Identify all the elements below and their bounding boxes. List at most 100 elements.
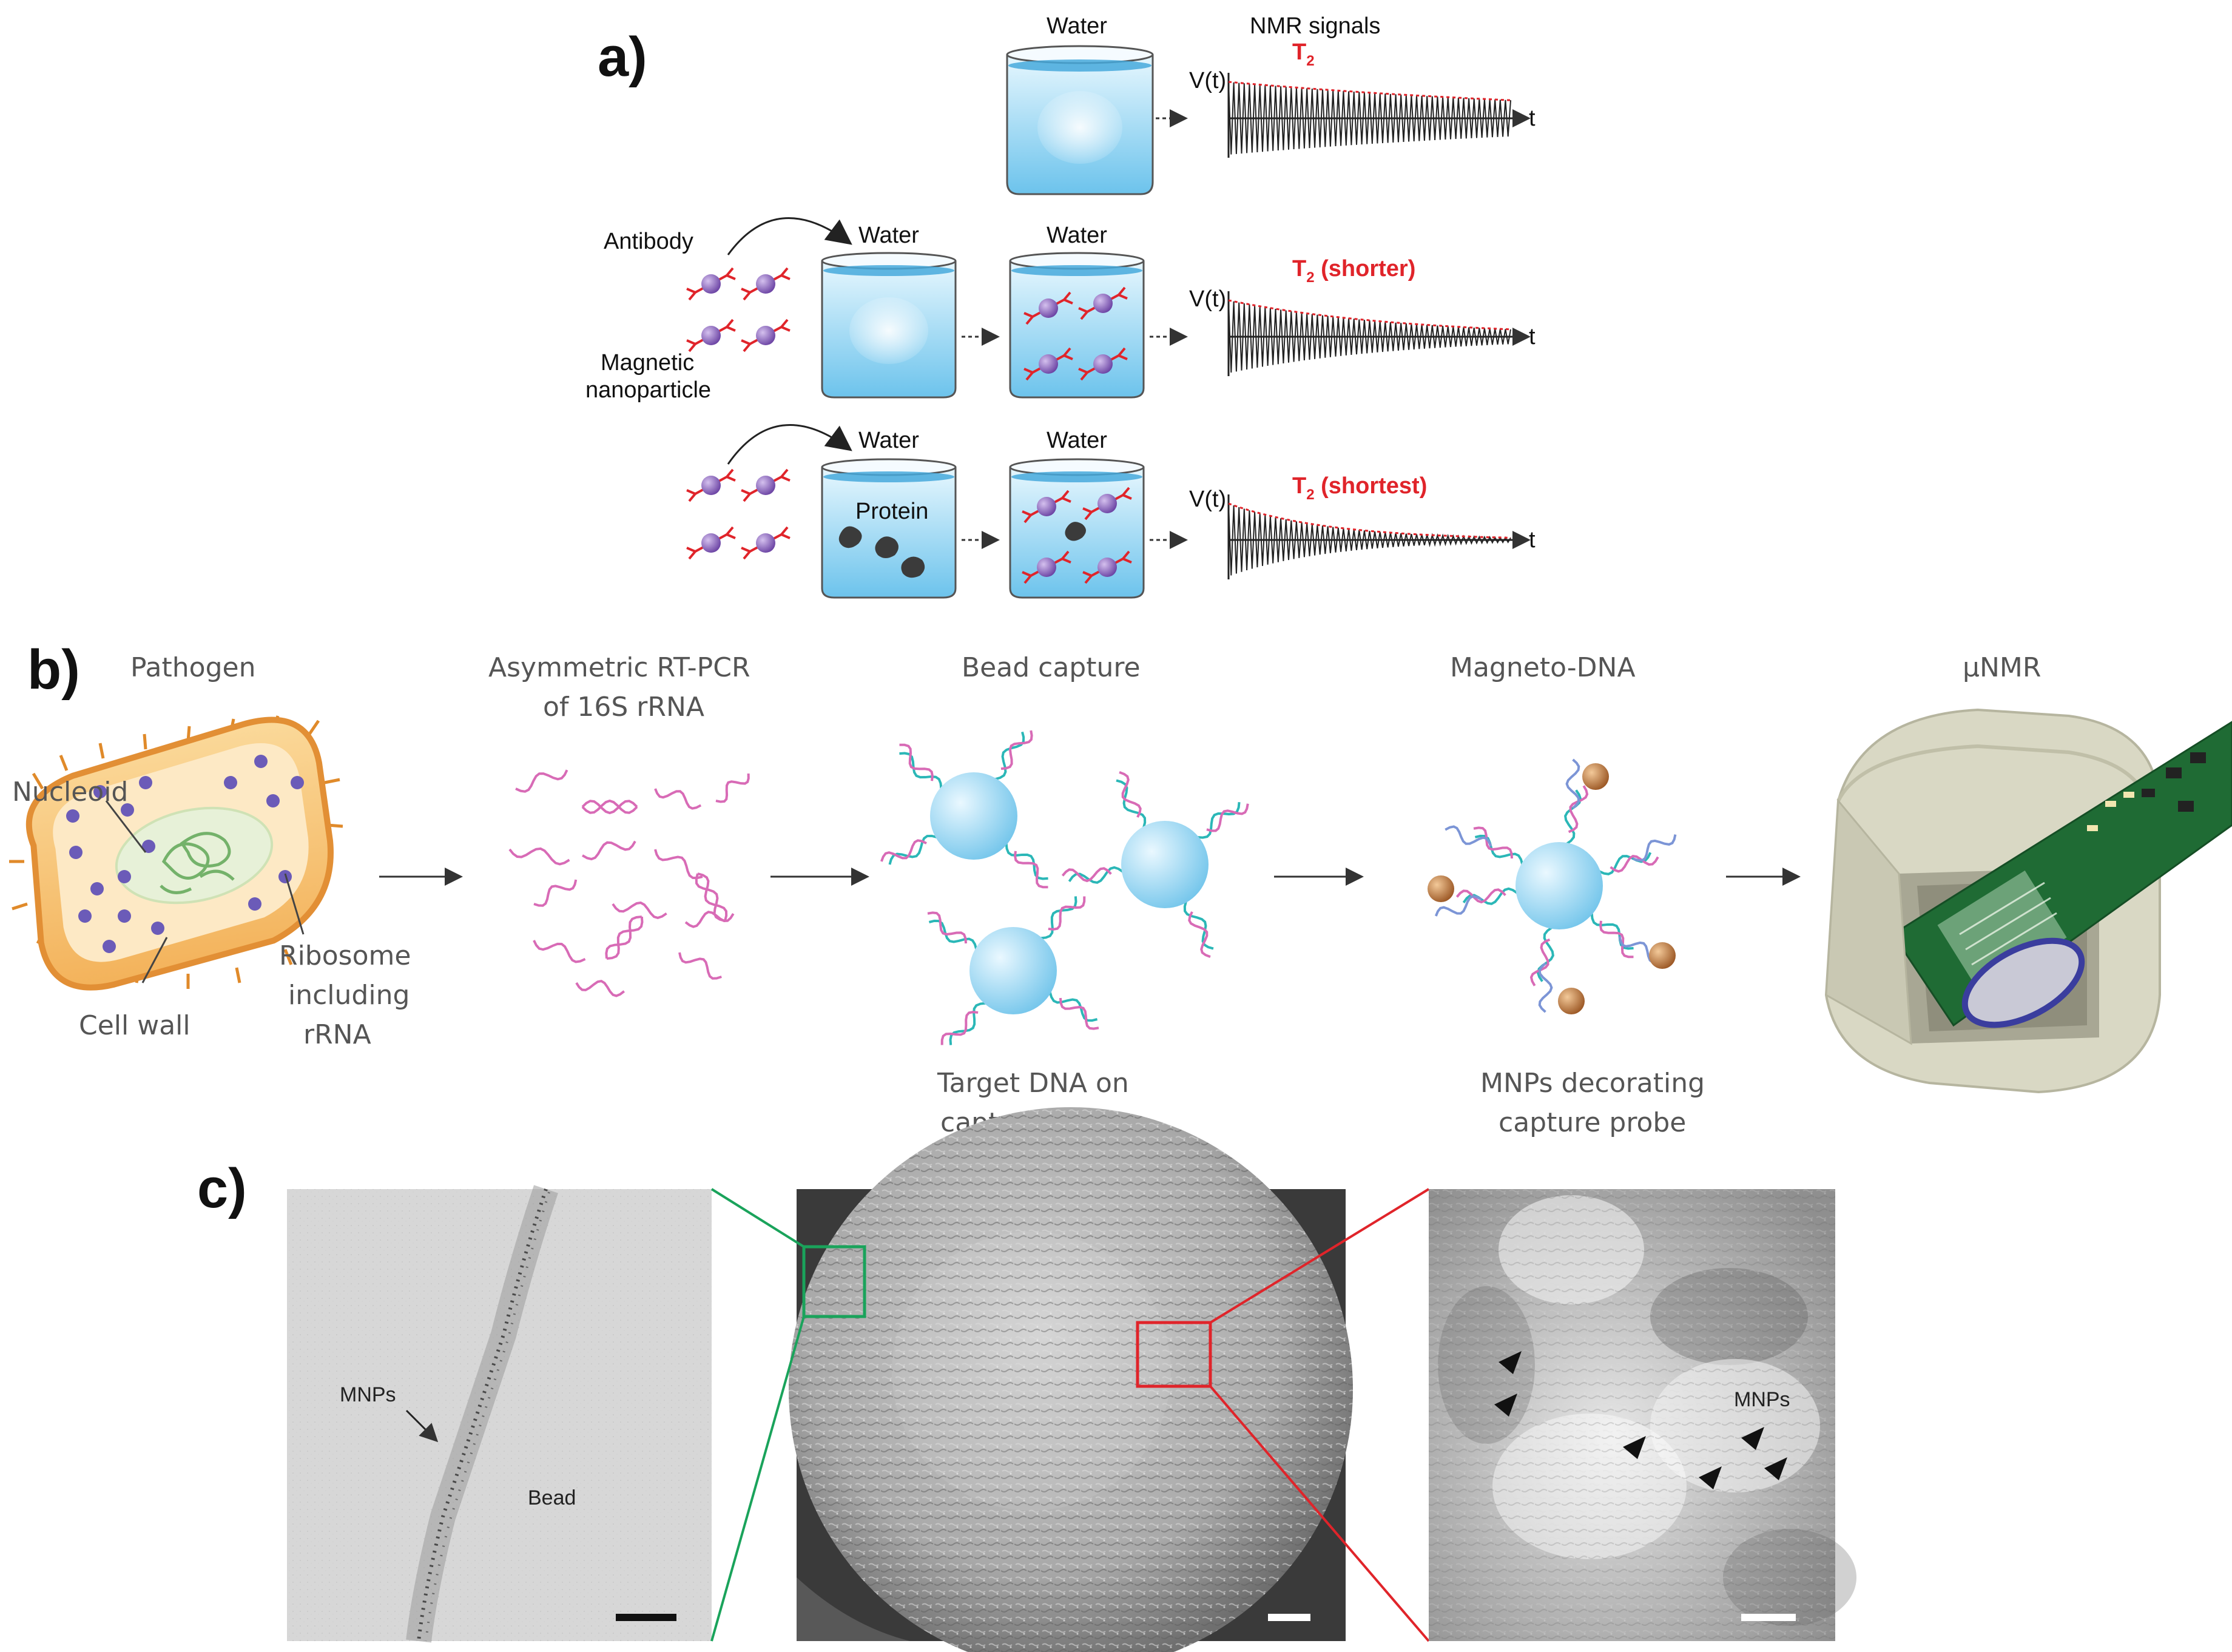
protein-label: Protein bbox=[855, 499, 928, 524]
dna-strand bbox=[1206, 803, 1249, 832]
dna-strand bbox=[606, 916, 644, 960]
mnp-3 bbox=[1649, 942, 1676, 969]
panel-a-row-2: Antibody Magnetic nanoparticle Water Wat… bbox=[585, 217, 1536, 403]
dna-strand bbox=[1538, 962, 1553, 1013]
zoom-surface-image bbox=[1429, 1189, 1856, 1641]
dna-strand bbox=[533, 879, 578, 907]
row1-axis-y: V(t) bbox=[1189, 68, 1226, 93]
dna-strand bbox=[1048, 896, 1086, 931]
tem-mnp-pointer bbox=[405, 1409, 439, 1443]
signal-envelope bbox=[1228, 299, 1511, 331]
capture-bead-2 bbox=[1121, 821, 1209, 908]
ribosome-label-2: including bbox=[288, 980, 410, 1011]
panel-c: c) MNPs Bead bbox=[197, 1107, 1856, 1652]
zoom-line-green-1 bbox=[710, 1188, 805, 1248]
step-title-bead-capture: Bead capture bbox=[962, 652, 1141, 683]
signal-envelope bbox=[1228, 502, 1511, 539]
magneto-dna-group bbox=[1428, 758, 1677, 1014]
sem-bead-image bbox=[789, 1107, 1353, 1652]
dna-strand bbox=[1116, 779, 1147, 828]
tem-mnps-label: MNPs bbox=[340, 1383, 396, 1406]
zoom-line-red-2 bbox=[1209, 1385, 1430, 1642]
row3-water-label-1: Water bbox=[858, 428, 919, 453]
step-title-rtpcr-1: Asymmetric RT-PCR bbox=[488, 652, 750, 683]
dna-strand bbox=[1568, 785, 1589, 834]
zoom-scale-bar bbox=[1741, 1614, 1796, 1621]
dna-strand bbox=[899, 743, 934, 781]
panel-a-label: a) bbox=[598, 26, 647, 88]
dna-strand bbox=[1565, 758, 1580, 809]
row1-t2-label: T2 bbox=[1292, 39, 1315, 69]
mnp-1 bbox=[1582, 763, 1609, 790]
row2-beaker-1 bbox=[821, 252, 957, 399]
dna-strand bbox=[508, 847, 570, 866]
panel-a-row-1: Water NMR signals T2 V(t) t bbox=[1006, 13, 1536, 195]
row1-beaker bbox=[1006, 45, 1154, 195]
dna-strand bbox=[1048, 991, 1098, 1022]
row2-t2-label: T2 (shorter) bbox=[1292, 256, 1415, 286]
unmr-device bbox=[1824, 708, 2232, 1094]
zoom-mnps-label: MNPs bbox=[1734, 1388, 1790, 1411]
magneto-bead bbox=[1516, 842, 1603, 929]
sem-green-box bbox=[802, 1245, 866, 1318]
cellwall-leader bbox=[141, 937, 168, 983]
tem-image bbox=[287, 1185, 712, 1643]
ribosome-dots bbox=[66, 755, 304, 953]
dna-strand bbox=[880, 839, 927, 862]
dna-strand bbox=[1014, 851, 1048, 889]
antibody-label: Antibody bbox=[604, 229, 693, 254]
mnp-2 bbox=[1428, 875, 1454, 902]
row3-t2-label: T2 (shortest) bbox=[1292, 473, 1427, 503]
dna-strand bbox=[1188, 911, 1211, 958]
ribosome-label-1: Ribosome bbox=[279, 940, 411, 971]
row2-beaker-2 bbox=[1009, 252, 1145, 399]
nmr-chip bbox=[1937, 870, 2067, 993]
dna-strand bbox=[533, 940, 586, 963]
tem-scale-bar bbox=[616, 1614, 676, 1621]
bead-capture-group bbox=[880, 730, 1249, 1045]
step-title-magneto-dna: Magneto-DNA bbox=[1450, 652, 1636, 683]
panel-a-row-3: Water Water Protein bbox=[686, 424, 1536, 599]
dna-strand bbox=[684, 911, 735, 928]
dna-strand bbox=[654, 849, 703, 880]
row2-curved-arrow bbox=[727, 217, 852, 255]
dna-strand bbox=[1068, 866, 1124, 884]
zoom-line-green-2 bbox=[710, 1316, 805, 1642]
zoom-line-red-1 bbox=[1209, 1188, 1430, 1324]
dna-strand bbox=[678, 952, 722, 980]
row2-water-label-2: Water bbox=[1047, 223, 1107, 248]
row2-axis-x: t bbox=[1529, 324, 1536, 349]
row3-free-nanoparticles bbox=[686, 468, 791, 560]
dna-strand bbox=[1061, 867, 1112, 883]
dna-strand-pair bbox=[605, 915, 642, 959]
dna-strand bbox=[1610, 855, 1659, 873]
row2-water-label-1: Water bbox=[858, 223, 919, 248]
panel-a: a) Water NMR signals T2 V(t) t Antibody … bbox=[585, 13, 1536, 599]
mnp-arrowheads bbox=[1494, 1351, 1787, 1489]
row1-water-label: Water bbox=[1047, 13, 1107, 39]
dna-strand bbox=[927, 911, 968, 944]
row3-nmr-signal bbox=[1227, 494, 1531, 579]
dna-strand bbox=[1473, 826, 1514, 859]
dna-strand bbox=[1040, 896, 1077, 940]
row3-axis-y: V(t) bbox=[1189, 487, 1226, 512]
row2-axis-y: V(t) bbox=[1189, 286, 1226, 312]
row3-curved-arrow bbox=[727, 424, 852, 465]
panel-b: b) Pathogen Asymmetric RT-PCR of 16S rRN… bbox=[9, 639, 2232, 1138]
dna-strand bbox=[949, 1002, 986, 1045]
ribosome-leader bbox=[284, 873, 305, 935]
dna-strand bbox=[1005, 843, 1048, 880]
dna-strand bbox=[515, 769, 568, 793]
ribosome-label-3: rRNA bbox=[303, 1019, 371, 1050]
capture-bead-3 bbox=[969, 927, 1057, 1014]
row3-water-label-2: Water bbox=[1047, 428, 1107, 453]
sem-red-box bbox=[1136, 1321, 1212, 1388]
signal-envelope bbox=[1228, 81, 1511, 101]
mnp-caption-1: MNPs decorating bbox=[1480, 1068, 1705, 1099]
dna-strand bbox=[1455, 888, 1506, 904]
row1-nmr-signal bbox=[1227, 73, 1531, 158]
dna-strand bbox=[888, 834, 937, 865]
dna-strand bbox=[1197, 801, 1241, 839]
dna-strand bbox=[1059, 997, 1099, 1030]
